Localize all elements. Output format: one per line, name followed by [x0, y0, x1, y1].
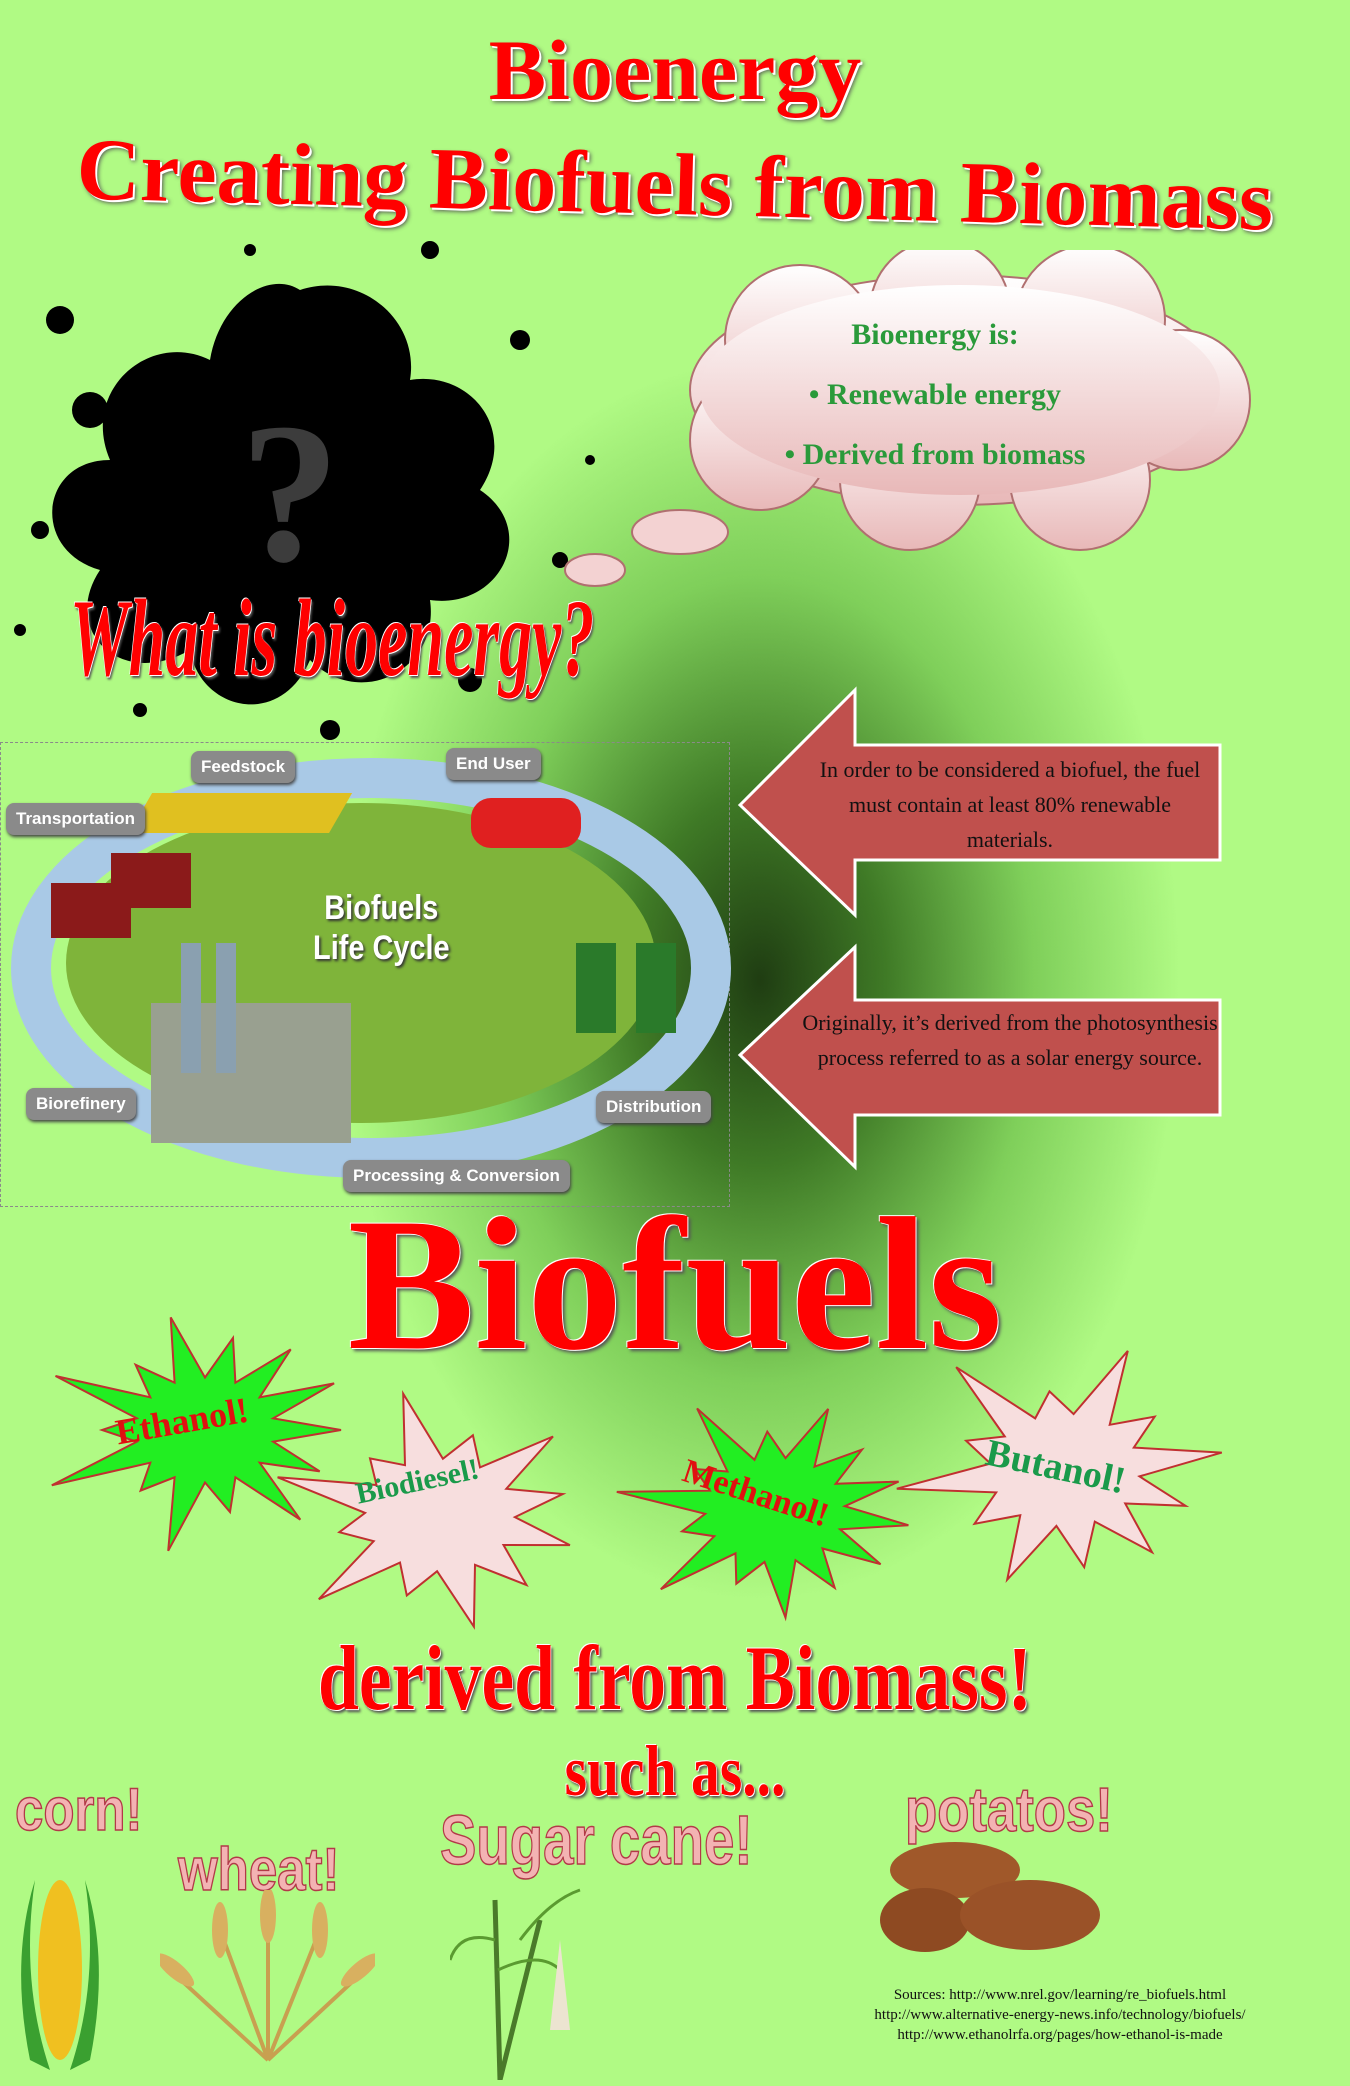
label-corn: corn! [14, 1775, 143, 1844]
such-as: such as... [564, 1731, 786, 1811]
derived-from-biomass: derived from Biomass! [317, 1627, 1033, 1729]
burst-shape-ethanol [51, 1316, 342, 1552]
source-1: Sources: http://www.nrel.gov/learning/re… [893, 1987, 1227, 2003]
page-title: Bioenergy [488, 22, 862, 118]
fact-photosynthesis: Originally, it’s derived from the photos… [802, 1010, 1218, 1070]
wheat-image [160, 1890, 375, 2062]
fact-renewable-materials: In order to be considered a biofuel, the… [819, 757, 1201, 852]
ink-splat-graphic: ? [14, 241, 595, 740]
label-biorefinery: Biorefinery [26, 1088, 136, 1120]
cloud-bullet: • Renewable energy [808, 378, 1062, 411]
question-mark: ? [240, 383, 340, 604]
biofuels-life-cycle-diagram: Biofuels Life Cycle Feedstock End User T… [0, 742, 731, 1207]
what-is-bioenergy-heading: What is bioenergy? [70, 577, 595, 699]
thought-cloud [689, 250, 1251, 551]
label-distribution: Distribution [596, 1091, 712, 1123]
label-sugar-cane: Sugar cane! [439, 1800, 753, 1880]
burst-shape-butanol [896, 1350, 1223, 1584]
source-3: http://www.ethanolrfa.org/pages/how-etha… [897, 2027, 1223, 2043]
life-cycle-title: Biofuels [324, 889, 439, 927]
cloud-bullet: • Derived from biomass [784, 438, 1086, 471]
source-2: http://www.alternative-energy-news.info/… [874, 2007, 1246, 2023]
label-potatos: potatos! [904, 1775, 1113, 1846]
starbursts [51, 1316, 1223, 1630]
thought-bubbles [564, 509, 729, 587]
corn-image [21, 1880, 99, 2070]
label-feedstock: Feedstock [191, 751, 296, 783]
label-end-user: End User [446, 748, 541, 780]
sugar-cane-image [450, 1888, 581, 2080]
cloud-title: Bioenergy is: [851, 318, 1019, 351]
potatoes-image [880, 1842, 1100, 1952]
label-wheat: wheat! [177, 1835, 340, 1904]
burst-shape-biodiesel [277, 1389, 571, 1630]
left-arrows [737, 686, 1222, 1171]
label-transportation: Transportation [6, 803, 146, 835]
label-processing-conversion: Processing & Conversion [343, 1160, 570, 1192]
burst-shape-methanol [616, 1407, 909, 1622]
biofuels-heading: Biofuels [347, 1180, 1003, 1390]
